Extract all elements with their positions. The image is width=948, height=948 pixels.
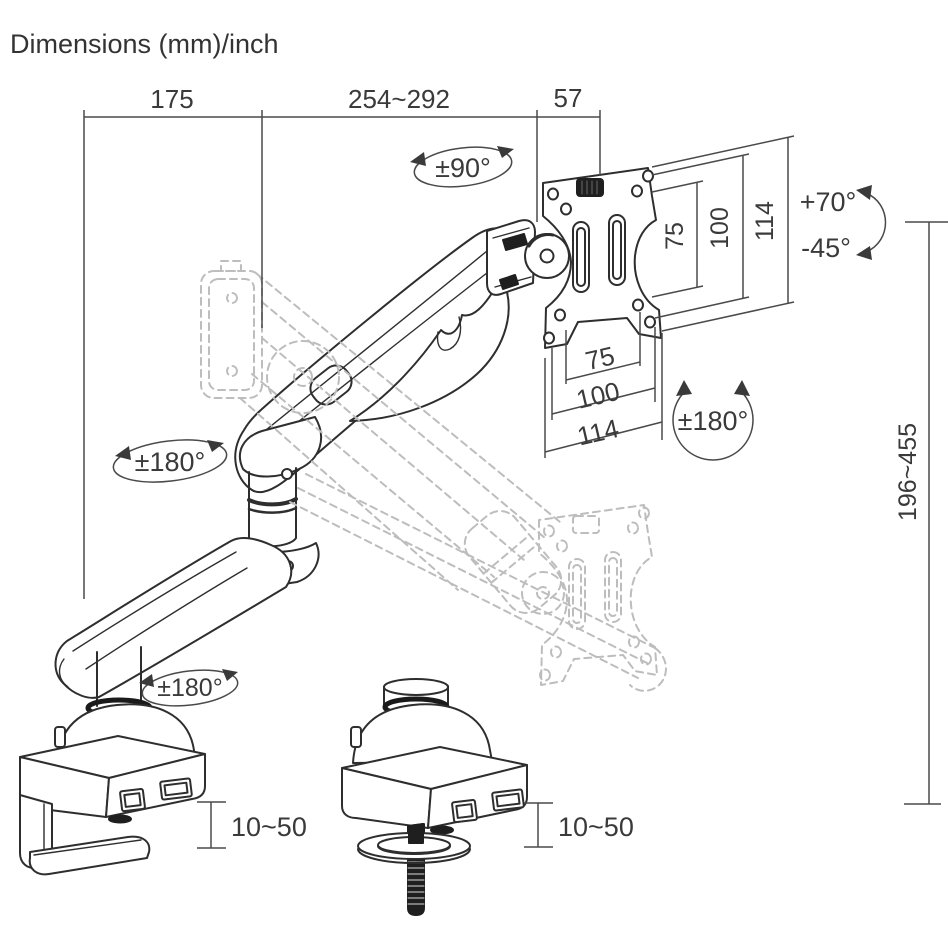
dim-rear-offset: 175 [150, 84, 193, 114]
lower-arm [54, 537, 293, 699]
rotate-arrow-icon [222, 669, 238, 681]
head-swivel-annotation: ±90° [410, 146, 514, 188]
arm-solid-drawing [19, 167, 662, 916]
page-title: Dimensions (mm)/inch [10, 29, 279, 59]
dim-vesa-h-114: 114 [574, 413, 621, 452]
tilt-annotation: +70° -45° [800, 185, 887, 263]
dim-clamp-left: 10~50 [231, 812, 307, 842]
height-dimension-line [904, 221, 948, 805]
clamp-right-dimension [524, 802, 553, 848]
rotate-arrow-icon [139, 674, 154, 687]
grommet-washer [357, 823, 471, 864]
clamp-left-dimension [197, 801, 226, 849]
rotate-arrow-icon [410, 152, 426, 166]
cable-hook [436, 316, 462, 351]
rotate-arrow-icon [115, 446, 131, 460]
arm-side-flap [349, 284, 510, 422]
usb-a-port [491, 788, 525, 812]
usb-b-port [119, 787, 146, 813]
dim-head-depth: 57 [554, 83, 583, 113]
dim-vesa-v-75: 75 [661, 222, 689, 250]
dimension-annotations: 175 254~292 57 75 100 114 [83, 83, 948, 849]
rotate-arrow-icon [676, 380, 692, 396]
elbow-swivel-annotation: ±180° [112, 439, 228, 483]
dim-height-range: 196~455 [894, 423, 922, 521]
dim-vesa-v-114: 114 [751, 201, 779, 241]
vesa-side-dimension-lines [651, 135, 795, 332]
tilt-arrow-icon [856, 185, 872, 200]
tilt-arrow-icon [856, 246, 872, 260]
screen-rotation-annotation: ±180° [672, 380, 754, 461]
rot-base-label: ±180° [157, 674, 222, 702]
dim-vesa-v-100: 100 [706, 207, 734, 249]
rot-head-label: ±90° [435, 153, 491, 183]
usb-a-port [159, 777, 193, 801]
ghost-arm-position [200, 260, 667, 692]
rotate-arrow-icon [497, 146, 514, 158]
rotate-arrow-icon [734, 380, 750, 396]
rotate-arrow-icon [207, 440, 224, 452]
base-clamp [19, 646, 206, 876]
vesa-knob [576, 178, 604, 197]
dim-arm-reach: 254~292 [348, 84, 450, 114]
usb-b-port [451, 798, 478, 824]
vesa-bottom-dimension-lines [544, 312, 663, 458]
dim-vesa-h-100: 100 [573, 376, 622, 415]
tilt-up-label: +70° [800, 187, 857, 217]
top-dimension-lines [83, 110, 601, 599]
rot-screen-label: ±180° [678, 406, 749, 436]
base-grommet [341, 678, 528, 916]
dim-clamp-right: 10~50 [558, 812, 634, 842]
rot-elbow-label: ±180° [135, 447, 206, 477]
dim-vesa-h-75: 75 [583, 340, 618, 376]
tilt-down-label: -45° [801, 233, 851, 263]
base-swivel-annotation: ±180° [139, 669, 239, 707]
